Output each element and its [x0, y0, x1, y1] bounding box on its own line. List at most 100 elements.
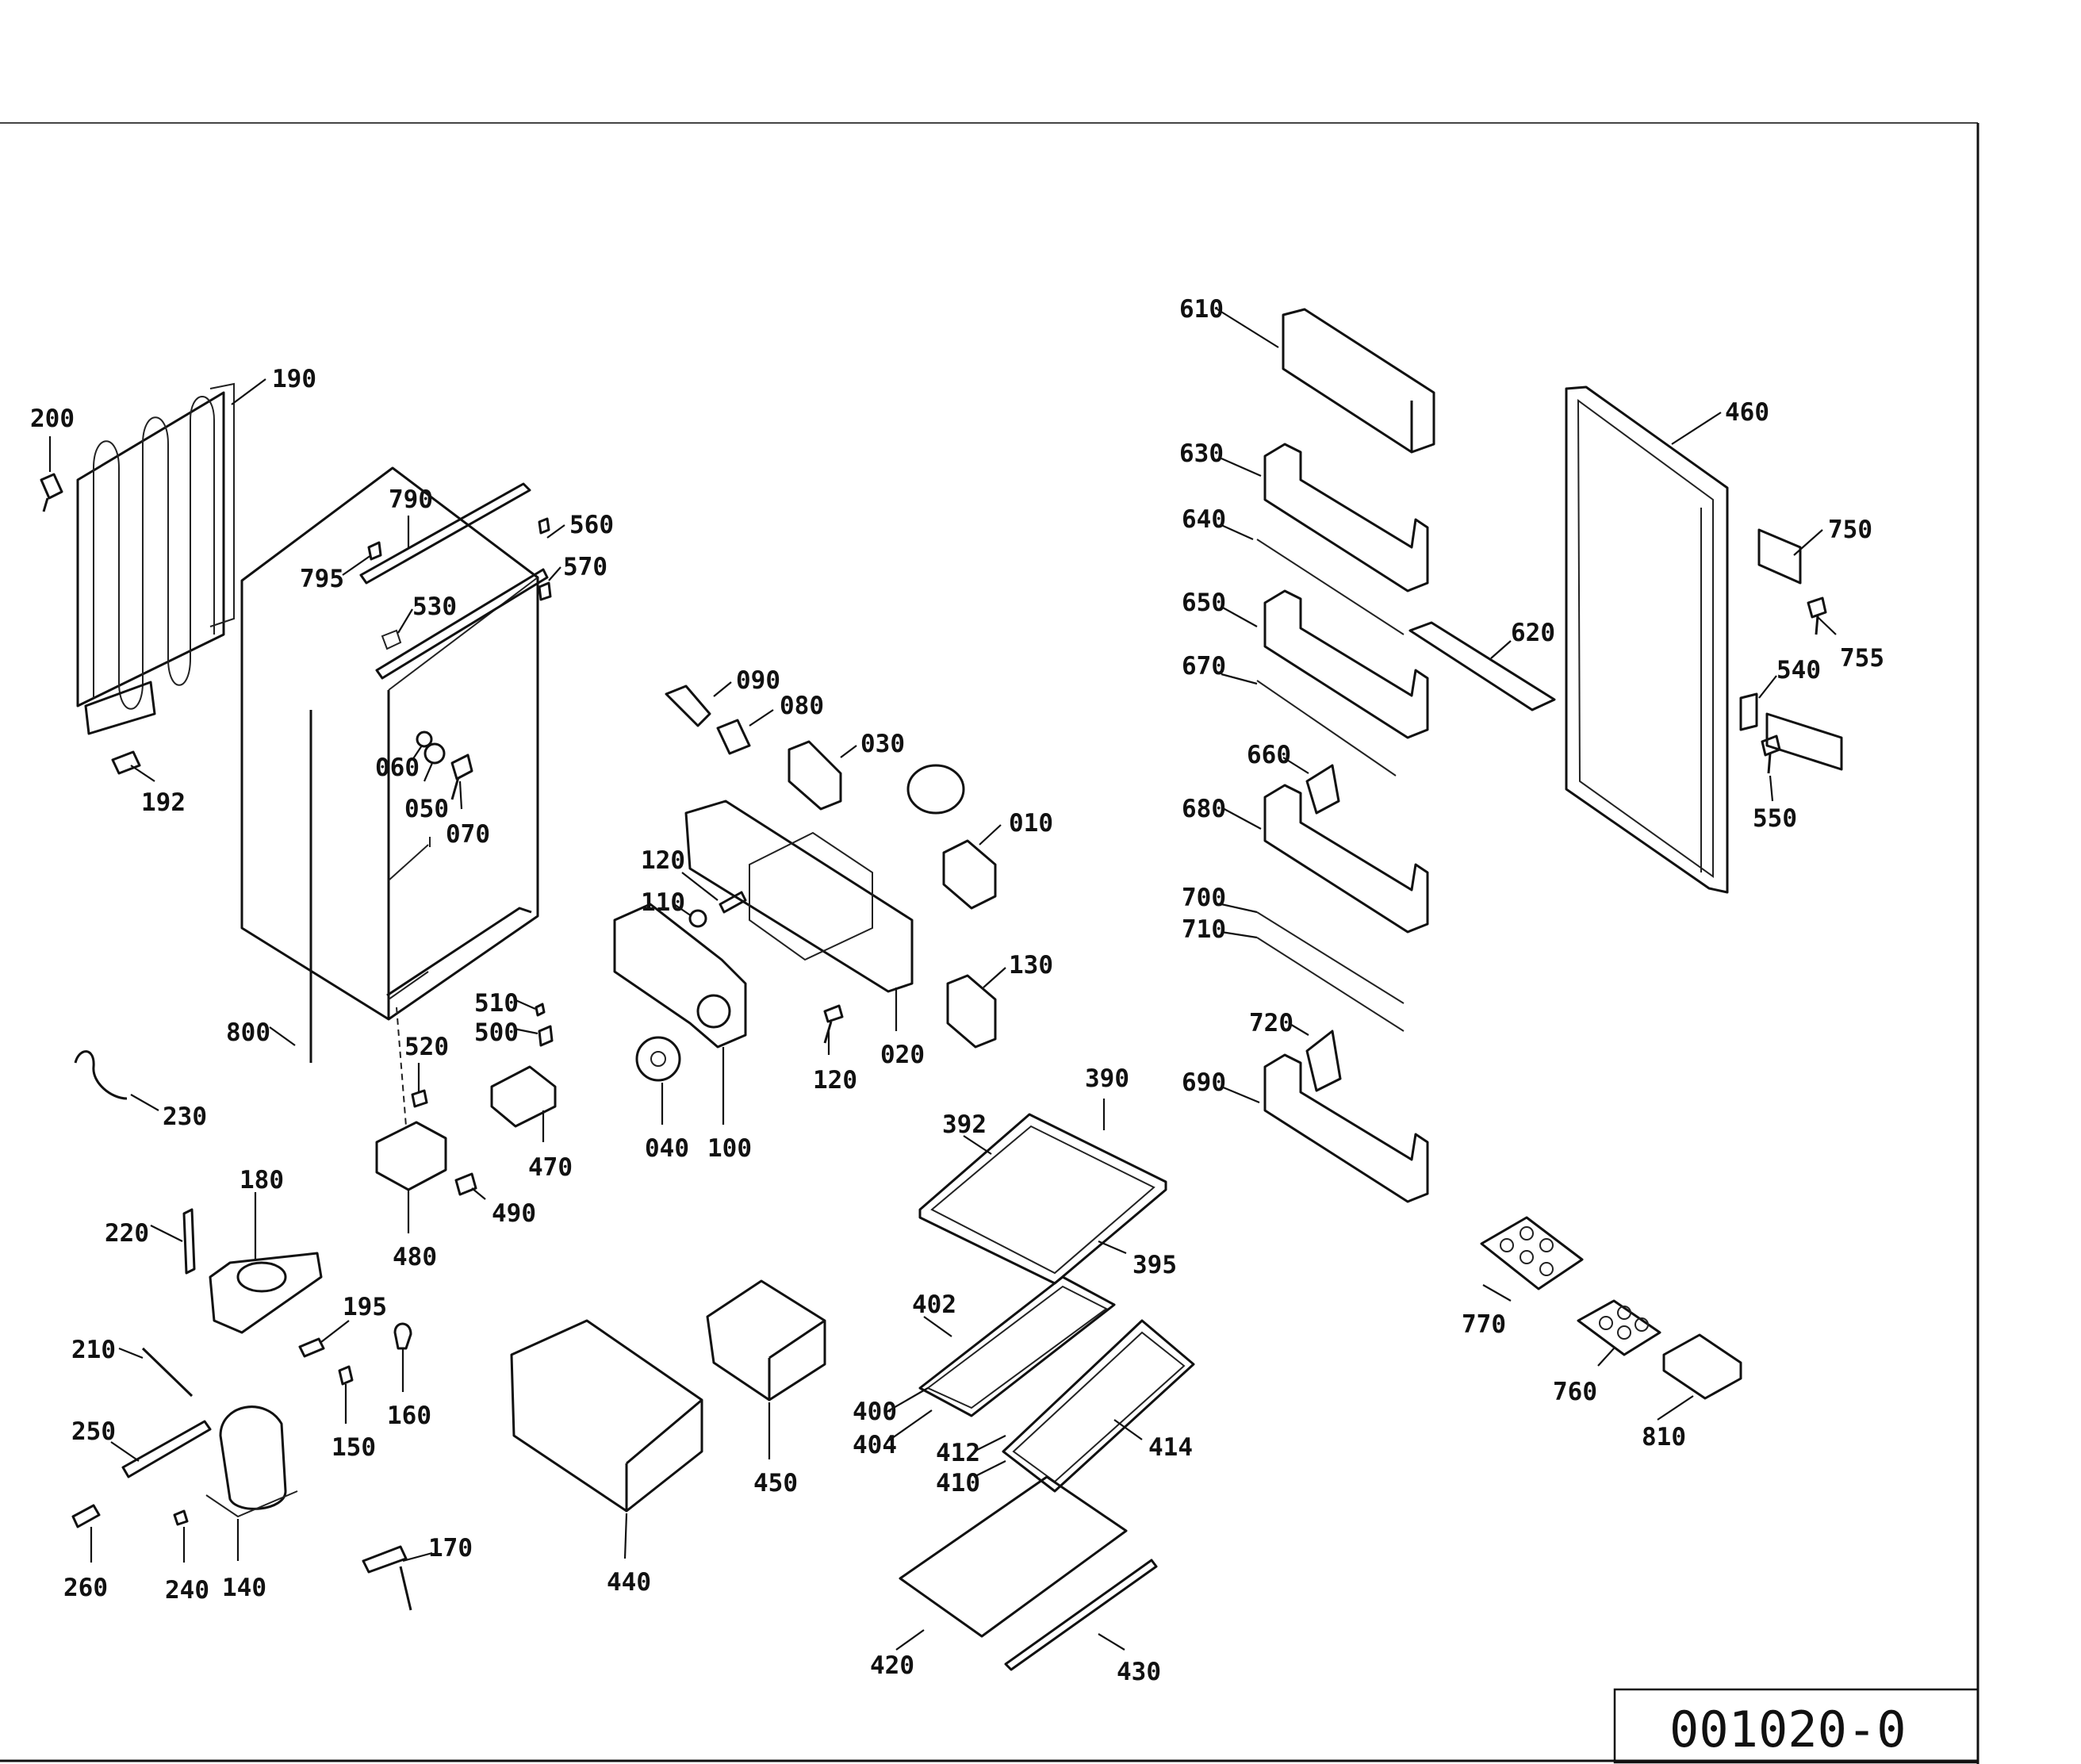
shelf-392 [918, 1113, 1167, 1285]
bolt-260 [71, 1504, 101, 1528]
label-790: 790 [389, 485, 433, 514]
drawing-frame: 001020-0 [0, 122, 1979, 1764]
egg-tray-760 [1577, 1299, 1661, 1356]
box-450 [706, 1279, 826, 1402]
label-700: 700 [1182, 884, 1226, 912]
label-190: 190 [272, 365, 316, 393]
part-labels: 610 460 190 200 630 750 790 560 640 795 … [30, 295, 1884, 1686]
plate-030 [788, 740, 842, 811]
label-720: 720 [1249, 1009, 1293, 1037]
capacitor-220 [182, 1208, 196, 1275]
label-460: 460 [1725, 398, 1769, 427]
panel-620 [1408, 621, 1556, 711]
label-660: 660 [1247, 741, 1291, 769]
label-560: 560 [569, 511, 614, 539]
bin-690 [1263, 1053, 1429, 1203]
lamp-090 [665, 685, 711, 727]
label-220: 220 [105, 1219, 149, 1248]
label-150: 150 [332, 1433, 376, 1462]
glass-420 [899, 1475, 1128, 1638]
label-130: 130 [1009, 951, 1053, 980]
divider-720 [1305, 1030, 1342, 1092]
label-810: 810 [1642, 1423, 1686, 1451]
label-680: 680 [1182, 795, 1226, 823]
egg-tray-770 [1480, 1216, 1584, 1290]
label-170: 170 [428, 1534, 473, 1563]
ring-010a [906, 764, 965, 815]
label-160: 160 [387, 1402, 431, 1430]
hinge-480 [375, 1121, 447, 1191]
label-520: 520 [404, 1033, 449, 1061]
label-630: 630 [1179, 439, 1224, 468]
label-640: 640 [1182, 505, 1226, 534]
label-670: 670 [1182, 652, 1226, 681]
housing-020 [684, 800, 914, 993]
label-420: 420 [870, 1651, 914, 1680]
label-650: 650 [1182, 589, 1226, 617]
divider-660 [1305, 764, 1340, 815]
bin-630 [1263, 443, 1429, 592]
label-570: 570 [563, 553, 607, 581]
sleeve-195 [298, 1337, 325, 1358]
filter-170 [362, 1545, 412, 1611]
clip-160 [393, 1322, 412, 1350]
label-030: 030 [860, 730, 905, 758]
knob-040 [635, 1036, 681, 1082]
sleeve-192 [111, 750, 141, 775]
label-710: 710 [1182, 915, 1226, 944]
label-610: 610 [1179, 295, 1224, 324]
label-440: 440 [607, 1568, 651, 1597]
bin-680 [1263, 784, 1429, 934]
label-100: 100 [707, 1134, 752, 1163]
screw-200 [40, 473, 63, 512]
label-110: 110 [641, 888, 685, 917]
label-760: 760 [1553, 1378, 1597, 1406]
label-412: 412 [936, 1439, 980, 1467]
label-480: 480 [393, 1243, 437, 1271]
label-470: 470 [528, 1153, 573, 1182]
label-180: 180 [240, 1166, 284, 1195]
condenser-coil [76, 382, 235, 735]
label-040: 040 [645, 1134, 689, 1163]
label-050: 050 [404, 795, 449, 823]
title-block [1613, 1688, 1979, 1764]
label-490: 490 [492, 1199, 536, 1228]
label-500: 500 [474, 1018, 519, 1047]
label-195: 195 [343, 1293, 387, 1321]
label-430: 430 [1117, 1658, 1161, 1686]
bin-610 [1282, 308, 1435, 454]
parts-drawing [40, 308, 1843, 1671]
hinge-470 [490, 1065, 557, 1128]
strip-430 [1004, 1559, 1158, 1671]
label-400: 400 [853, 1398, 897, 1426]
nut-150 [338, 1365, 354, 1386]
shelf-402 [918, 1275, 1116, 1417]
cabinet-shell [240, 466, 539, 1063]
label-230: 230 [163, 1102, 207, 1131]
label-060: 060 [375, 754, 420, 782]
label-260: 260 [63, 1574, 108, 1602]
crisper-440 [510, 1319, 703, 1513]
compressor-140 [219, 1405, 287, 1510]
label-750: 750 [1828, 516, 1872, 544]
label-690: 690 [1182, 1068, 1226, 1097]
label-800: 800 [226, 1018, 270, 1047]
label-120b: 120 [813, 1066, 857, 1095]
bin-650 [1263, 589, 1429, 739]
label-192: 192 [141, 788, 186, 817]
label-392: 392 [942, 1110, 987, 1139]
bracket-180 [209, 1252, 323, 1334]
label-070: 070 [446, 820, 490, 849]
document-number: 001020-0 [1669, 1701, 1907, 1758]
label-010: 010 [1009, 809, 1053, 838]
shelf-414 [1002, 1319, 1195, 1493]
label-414: 414 [1148, 1433, 1193, 1462]
label-140: 140 [222, 1574, 266, 1602]
label-620: 620 [1511, 619, 1555, 647]
rail-530 [375, 568, 549, 680]
rail-790 [359, 482, 531, 585]
label-080: 080 [780, 692, 824, 720]
label-402: 402 [912, 1290, 956, 1319]
label-200: 200 [30, 405, 75, 433]
